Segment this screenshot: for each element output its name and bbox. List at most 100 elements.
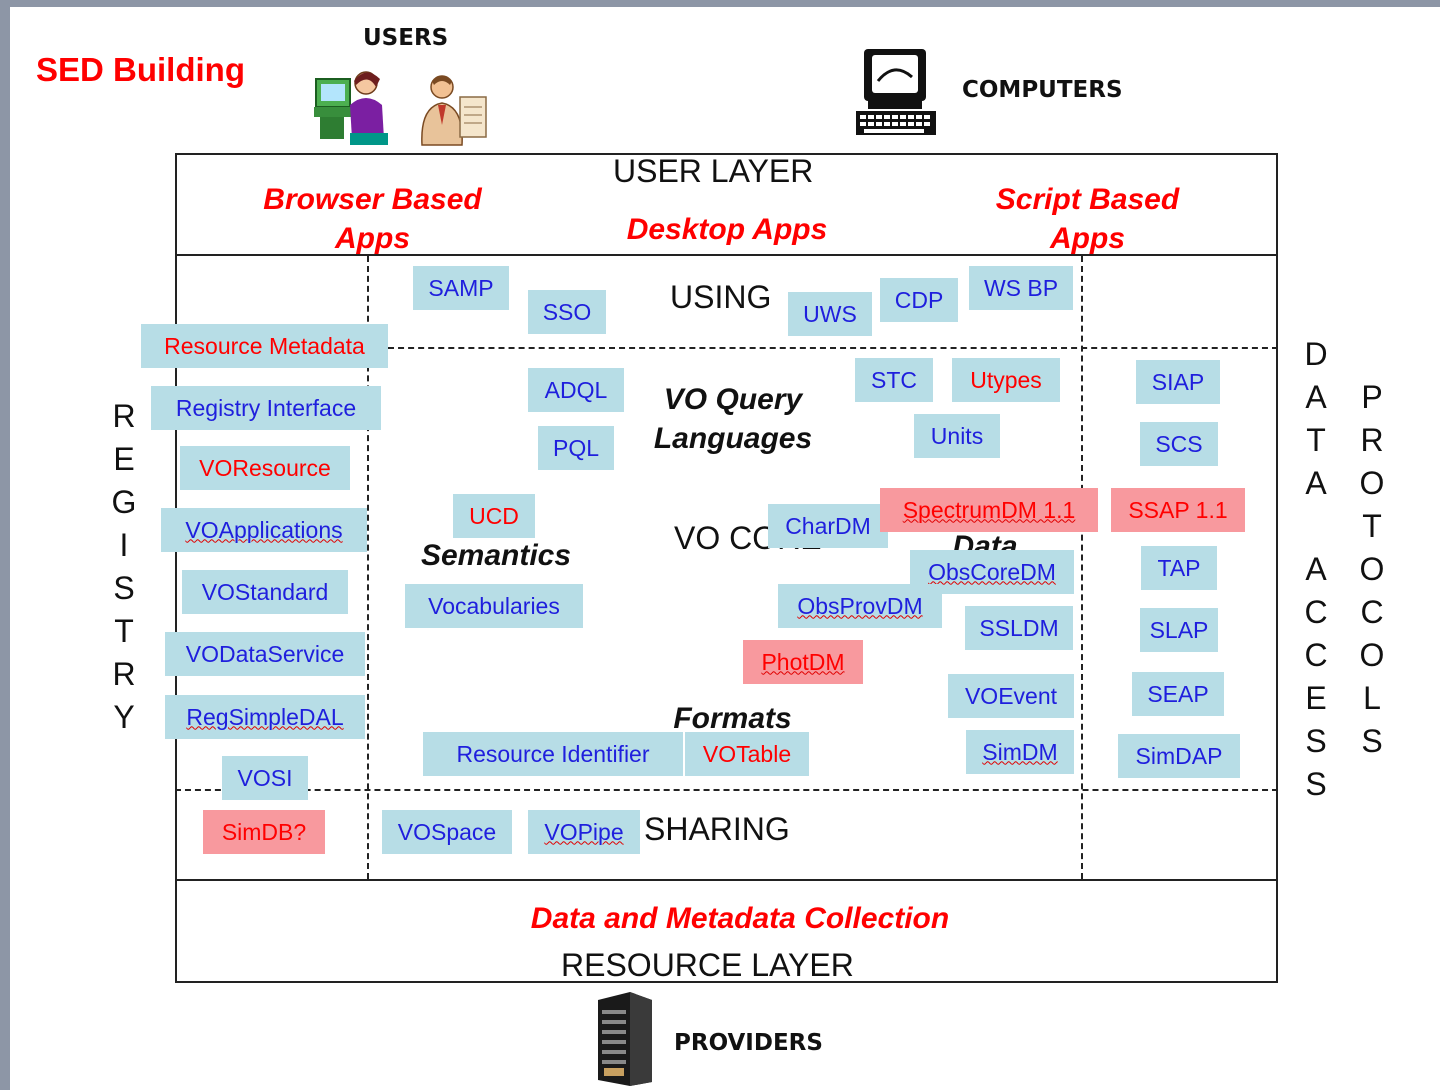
data-collection-label: Data and Metadata Collection xyxy=(530,902,950,935)
vopipe-box[interactable]: VOPipe xyxy=(528,810,640,854)
page-title: SED Building xyxy=(36,51,245,88)
voapplications-box[interactable]: VOApplications xyxy=(161,508,367,552)
ssap-box[interactable]: SSAP 1.1 xyxy=(1111,488,1245,532)
simdb-box[interactable]: SimDB? xyxy=(203,810,325,854)
stc-box[interactable]: STC xyxy=(855,358,933,402)
vo-query-languages-label: VO Query Languages xyxy=(653,383,813,455)
vosi-box[interactable]: VOSI xyxy=(222,756,308,800)
protocols-letter: C xyxy=(1360,594,1384,630)
adql-box[interactable]: ADQL xyxy=(528,368,624,412)
ucd-box[interactable]: UCD xyxy=(453,494,535,538)
user-layer-label: USER LAYER xyxy=(613,153,814,189)
simdap-box[interactable]: SimDAP xyxy=(1118,734,1240,778)
pql-box[interactable]: PQL xyxy=(538,426,614,470)
ws-bp-box[interactable]: WS BP xyxy=(969,266,1073,310)
data_access-letter: A xyxy=(1305,379,1327,415)
resource-identifier-box[interactable]: Resource Identifier xyxy=(423,732,683,776)
using-dashed-line xyxy=(388,347,1278,349)
data_access-letter: C xyxy=(1304,637,1328,673)
protocols-letter: R xyxy=(1360,422,1384,458)
data_access-letter xyxy=(1300,505,1332,548)
simdm-box[interactable]: SimDM xyxy=(966,730,1074,774)
user-layer-divider xyxy=(175,254,1278,256)
slide-canvas: SED Building USERS COMPUTERS xyxy=(10,7,1440,1090)
samp-box[interactable]: SAMP xyxy=(413,266,509,310)
vo-core-label: VO CORE xyxy=(674,520,822,556)
seap-box[interactable]: SEAP xyxy=(1132,672,1224,716)
voresource-box[interactable]: VOResource xyxy=(180,446,350,490)
semantics-label: Semantics xyxy=(420,539,572,572)
voapplications-label: VOApplications xyxy=(185,516,343,543)
sso-box[interactable]: SSO xyxy=(528,290,606,334)
protocols-letter: T xyxy=(1362,508,1382,544)
registry-interface-box[interactable]: Registry Interface xyxy=(151,386,381,430)
data_access-letter: E xyxy=(1305,680,1327,716)
obscoredm-box[interactable]: ObsCoreDM xyxy=(910,550,1074,594)
protocols-letter: P xyxy=(1361,379,1383,415)
voevent-box[interactable]: VOEvent xyxy=(948,674,1074,718)
formats-label: Formats xyxy=(673,702,792,735)
data_access-letter: T xyxy=(1306,422,1326,458)
regsimpledal-box[interactable]: RegSimpleDAL xyxy=(165,695,365,739)
protocols-letter: L xyxy=(1363,680,1381,716)
slap-box[interactable]: SLAP xyxy=(1140,608,1218,652)
utypes-box[interactable]: Utypes xyxy=(952,358,1060,402)
data_access-letter: D xyxy=(1304,336,1328,372)
computer-terminal-icon xyxy=(856,49,936,135)
vopipe-label: VOPipe xyxy=(544,818,624,845)
data-access-dashed-line xyxy=(1081,256,1083,879)
obsprovdm-box[interactable]: ObsProvDM xyxy=(778,584,942,628)
user-with-documents-icon xyxy=(421,75,487,146)
photdm-label: PhotDM xyxy=(761,648,845,675)
desktop-apps-label: Desktop Apps xyxy=(626,213,828,246)
photdm-box[interactable]: PhotDM xyxy=(743,640,863,684)
registry-letter: S xyxy=(113,570,135,606)
sharing-dashed-line xyxy=(175,789,1278,791)
vospace-box[interactable]: VOSpace xyxy=(382,810,512,854)
resource-metadata-box[interactable]: Resource Metadata xyxy=(141,324,388,368)
resource-layer-divider xyxy=(175,879,1278,881)
protocols-letter: O xyxy=(1359,637,1385,673)
sharing-label: SHARING xyxy=(644,811,790,847)
registry-letter: E xyxy=(113,441,135,477)
server-rack-icon xyxy=(598,992,652,1086)
simdm-label: SimDM xyxy=(982,738,1058,765)
using-label: USING xyxy=(670,279,772,315)
protocols-letter: O xyxy=(1359,465,1385,501)
scs-box[interactable]: SCS xyxy=(1140,422,1218,466)
architecture-frame xyxy=(175,153,1278,983)
script-apps-label: Script Based Apps xyxy=(995,183,1180,255)
protocols-letter: S xyxy=(1361,723,1383,759)
data_access-letter: S xyxy=(1305,723,1327,759)
users-label: USERS xyxy=(363,25,449,51)
computers-label: COMPUTERS xyxy=(962,77,1123,103)
obsprovdm-label: ObsProvDM xyxy=(797,592,923,619)
units-box[interactable]: Units xyxy=(914,414,1000,458)
data_access-letter: C xyxy=(1304,594,1328,630)
registry-letter: T xyxy=(114,613,134,649)
protocols-letter: O xyxy=(1359,551,1385,587)
vocabularies-box[interactable]: Vocabularies xyxy=(405,584,583,628)
data_access-letter: A xyxy=(1305,465,1327,501)
registry-letter: G xyxy=(111,484,137,520)
browser-apps-label: Browser Based Apps xyxy=(263,183,482,255)
ssldm-box[interactable]: SSLDM xyxy=(965,606,1073,650)
siap-box[interactable]: SIAP xyxy=(1136,360,1220,404)
providers-label: PROVIDERS xyxy=(674,1030,823,1056)
spectrumdm-box[interactable]: SpectrumDM 1.1 xyxy=(880,488,1098,532)
registry-letter: I xyxy=(119,527,129,563)
registry-dashed-line xyxy=(367,256,369,879)
data_access-letter: A xyxy=(1305,551,1327,587)
resource-layer-label: RESOURCE LAYER xyxy=(561,947,854,983)
chardm-box[interactable]: CharDM xyxy=(768,504,888,548)
vostandard-box[interactable]: VOStandard xyxy=(182,570,348,614)
votable-box[interactable]: VOTable xyxy=(685,732,809,776)
registry-letter: Y xyxy=(113,699,135,735)
cdp-box[interactable]: CDP xyxy=(880,278,958,322)
user-at-computer-icon xyxy=(314,71,388,145)
vodataservice-box[interactable]: VODataService xyxy=(165,632,365,676)
uws-box[interactable]: UWS xyxy=(788,292,872,336)
tap-box[interactable]: TAP xyxy=(1141,546,1217,590)
